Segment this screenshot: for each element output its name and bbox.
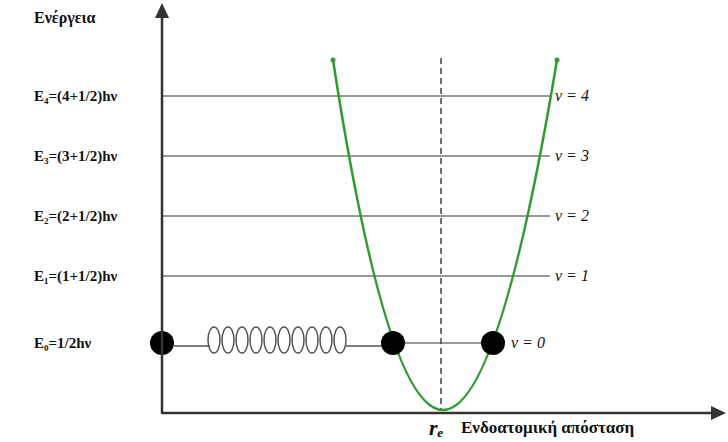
axes [161, 14, 714, 413]
equilibrium-line [440, 58, 442, 410]
energy-level-label: E₄=(4+1/2)hν [34, 88, 117, 105]
curve-end [331, 58, 336, 63]
quantum-number: v = 4 [554, 87, 590, 105]
energy-level-label: E₁=(1+1/2)hν [34, 268, 117, 285]
energy-level-label: E₃=(3+1/2)hν [34, 148, 117, 165]
level-line [162, 215, 550, 216]
potential-curve [333, 60, 557, 410]
level-line [393, 342, 493, 343]
quantum-number: v = 3 [554, 147, 590, 165]
level-line [162, 275, 550, 276]
axis-title: Ενέργεια [34, 9, 95, 27]
level-line [162, 155, 550, 156]
quantum-number: v = 1 [554, 267, 590, 285]
level-line [162, 95, 550, 96]
equilibrium-distance-symbol: rₑ [429, 416, 444, 440]
axis-title: Ενδοατομική απόσταση [461, 419, 634, 438]
spring-symbol [174, 327, 384, 353]
axis-arrowhead [711, 406, 726, 420]
quantum-number: v = 2 [554, 207, 590, 225]
energy-level-label: E₀=1/2hν [34, 335, 91, 352]
axis-arrowhead [155, 3, 169, 18]
atom-ball [481, 331, 505, 355]
curve-end [555, 58, 560, 63]
atom-ball [381, 331, 405, 355]
energy-levels [162, 96, 550, 343]
quantum-number: v = 0 [510, 334, 546, 352]
energy-level-label: E₂=(2+1/2)hν [34, 208, 117, 225]
